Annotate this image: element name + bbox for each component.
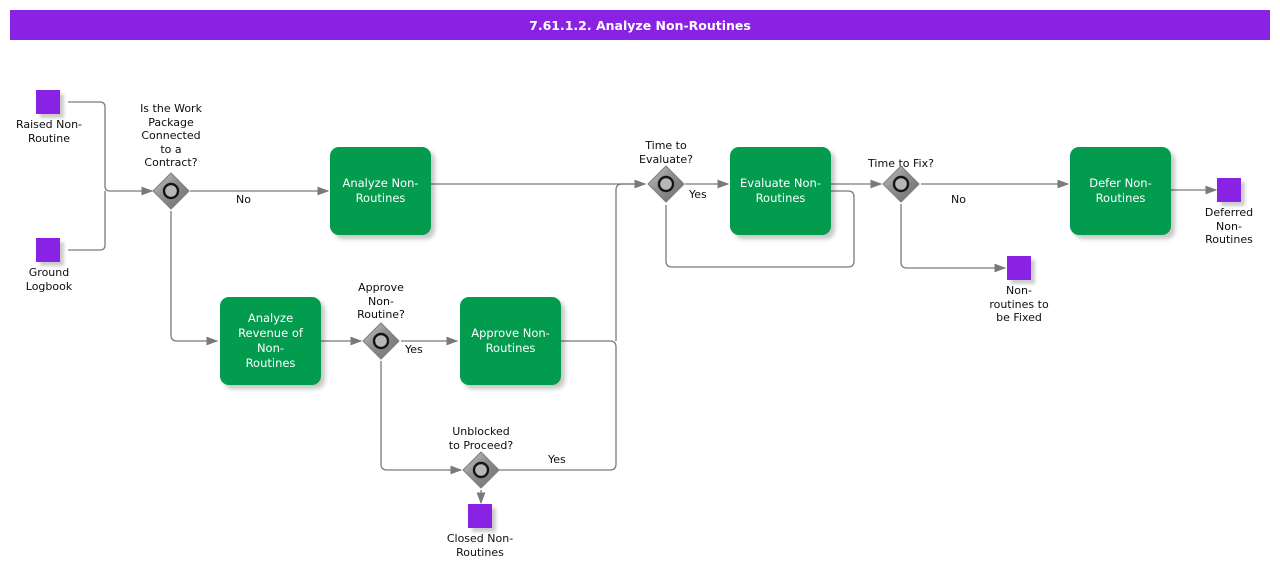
gateway-label-time-to-fix: Time to Fix?	[868, 157, 934, 170]
start-event-label: Ground Logbook	[25, 266, 73, 293]
task-label: Analyze Non- Routines	[342, 176, 419, 205]
gateway-approve-non-routine[interactable]	[362, 322, 400, 360]
end-event-label: Non- routines to be Fixed	[989, 284, 1049, 324]
gateway-label-unblocked-to-proceed: Unblocked to Proceed?	[448, 425, 514, 452]
edge-approve-to-unblocked	[380, 361, 463, 475]
end-event-deferred-non-routines[interactable]: Deferred Non- Routines	[1174, 178, 1280, 247]
gateway-time-to-evaluate[interactable]	[647, 165, 685, 203]
flow-label-contract-no: No	[236, 193, 251, 206]
flow-label-unblocked-yes: Yes	[548, 453, 566, 466]
page-title-bar: 7.61.1.2. Analyze Non-Routines	[10, 10, 1270, 40]
gateway-diamond-icon	[462, 451, 500, 489]
event-marker-icon	[468, 504, 492, 528]
task-label: Defer Non- Routines	[1089, 176, 1152, 205]
gateway-time-to-fix[interactable]	[882, 165, 920, 203]
task-analyze-revenue-of-non-routines[interactable]: Analyze Revenue of Non- Routines	[220, 297, 321, 385]
start-event-label: Raised Non- Routine	[15, 118, 83, 145]
task-approve-non-routines[interactable]: Approve Non- Routines	[460, 297, 561, 385]
gateway-diamond-icon	[647, 165, 685, 203]
gateway-diamond-icon	[362, 322, 400, 360]
task-label: Analyze Revenue of Non- Routines	[238, 311, 303, 370]
edge-contract-to-revenue	[170, 211, 219, 346]
event-marker-icon	[1216, 178, 1241, 202]
end-event-closed-non-routines[interactable]: Closed Non- Routines	[425, 504, 535, 559]
gateway-label-time-to-evaluate: Time to Evaluate?	[639, 139, 693, 166]
end-event-non-routines-to-be-fixed[interactable]: Non- routines to be Fixed	[964, 256, 1074, 325]
gateway-label-approve-non-routine: Approve Non- Routine?	[357, 281, 405, 321]
end-event-label: Deferred Non- Routines	[1204, 206, 1254, 246]
event-marker-icon	[1007, 256, 1031, 280]
flow-label-evaluate-yes: Yes	[689, 188, 707, 201]
edge-approve-task-to-main-flow	[615, 183, 645, 341]
event-marker-icon	[36, 238, 60, 262]
flow-label-approve-yes: Yes	[405, 343, 423, 356]
task-defer-non-routines[interactable]: Defer Non- Routines	[1070, 147, 1171, 235]
flow-label-fix-no: No	[951, 193, 966, 206]
gateway-diamond-icon	[882, 165, 920, 203]
gateway-unblocked-to-proceed[interactable]	[462, 451, 500, 489]
task-label: Evaluate Non- Routines	[740, 176, 821, 205]
end-event-label: Closed Non- Routines	[446, 532, 514, 559]
event-marker-icon	[36, 90, 60, 114]
gateway-label-contract: Is the Work Package Connected to a Contr…	[140, 102, 202, 169]
start-event-raised-non-routine[interactable]: Raised Non- Routine	[0, 90, 109, 145]
start-event-ground-logbook[interactable]: Ground Logbook	[0, 238, 109, 293]
gateway-diamond-icon	[152, 172, 190, 210]
page-title: 7.61.1.2. Analyze Non-Routines	[529, 17, 751, 33]
task-label: Approve Non- Routines	[471, 326, 550, 355]
task-evaluate-non-routines[interactable]: Evaluate Non- Routines	[730, 147, 831, 235]
task-analyze-non-routines[interactable]: Analyze Non- Routines	[330, 147, 431, 235]
gateway-is-work-package-connected-to-contract[interactable]	[152, 172, 190, 210]
